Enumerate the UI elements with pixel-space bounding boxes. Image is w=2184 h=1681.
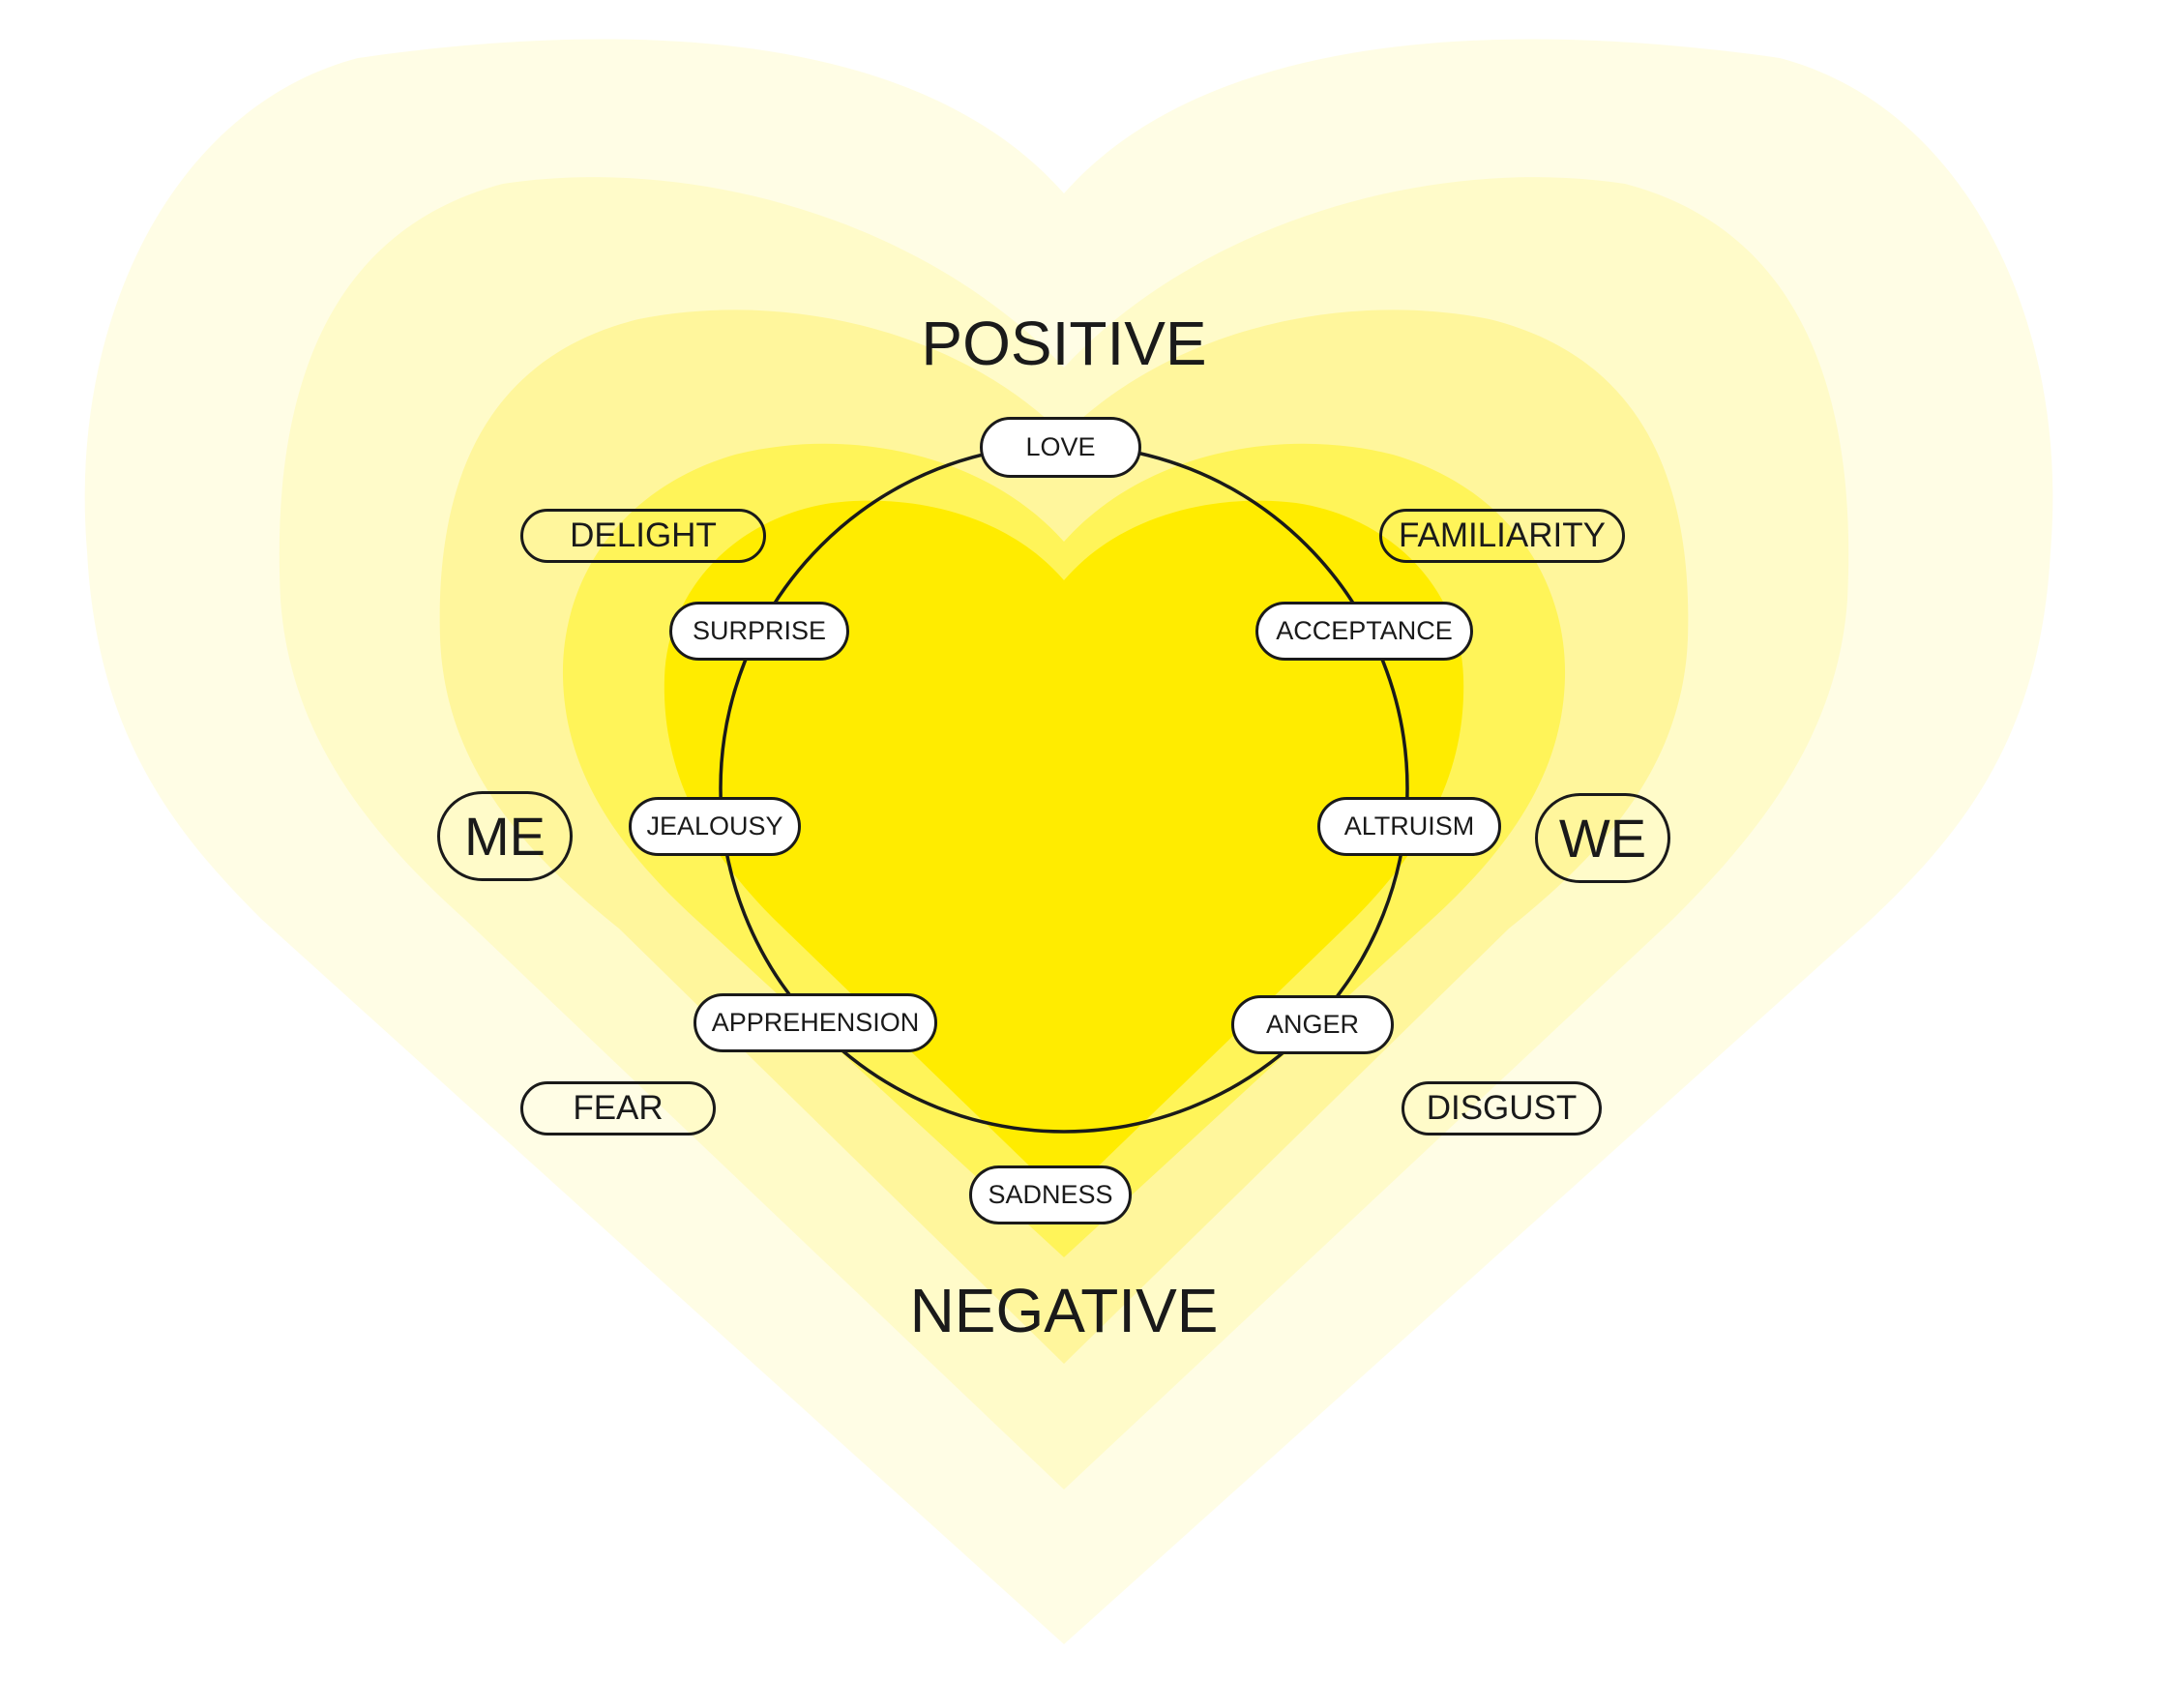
negative-label: NEGATIVE bbox=[909, 1276, 1219, 1345]
me-label: ME bbox=[437, 791, 573, 881]
emotion-apprehension: APPREHENSION bbox=[694, 993, 937, 1052]
emotion-acceptance: ACCEPTANCE bbox=[1255, 602, 1473, 661]
emotion-disgust: DISGUST bbox=[1402, 1081, 1602, 1135]
emotion-delight: DELIGHT bbox=[520, 509, 766, 563]
emotion-familiarity: FAMILIARITY bbox=[1379, 509, 1625, 563]
positive-label: POSITIVE bbox=[921, 309, 1207, 378]
emotion-fear: FEAR bbox=[520, 1081, 716, 1135]
emotion-anger: ANGER bbox=[1231, 995, 1394, 1054]
heart-core bbox=[664, 500, 1464, 1199]
emotion-surprise: SURPRISE bbox=[669, 602, 849, 661]
emotion-love: LOVE bbox=[980, 417, 1141, 478]
emotion-jealousy: JEALOUSY bbox=[629, 797, 801, 856]
emotion-sadness: SADNESS bbox=[969, 1165, 1132, 1224]
we-label: WE bbox=[1535, 793, 1670, 883]
emotion-altruism: ALTRUISM bbox=[1317, 797, 1501, 856]
